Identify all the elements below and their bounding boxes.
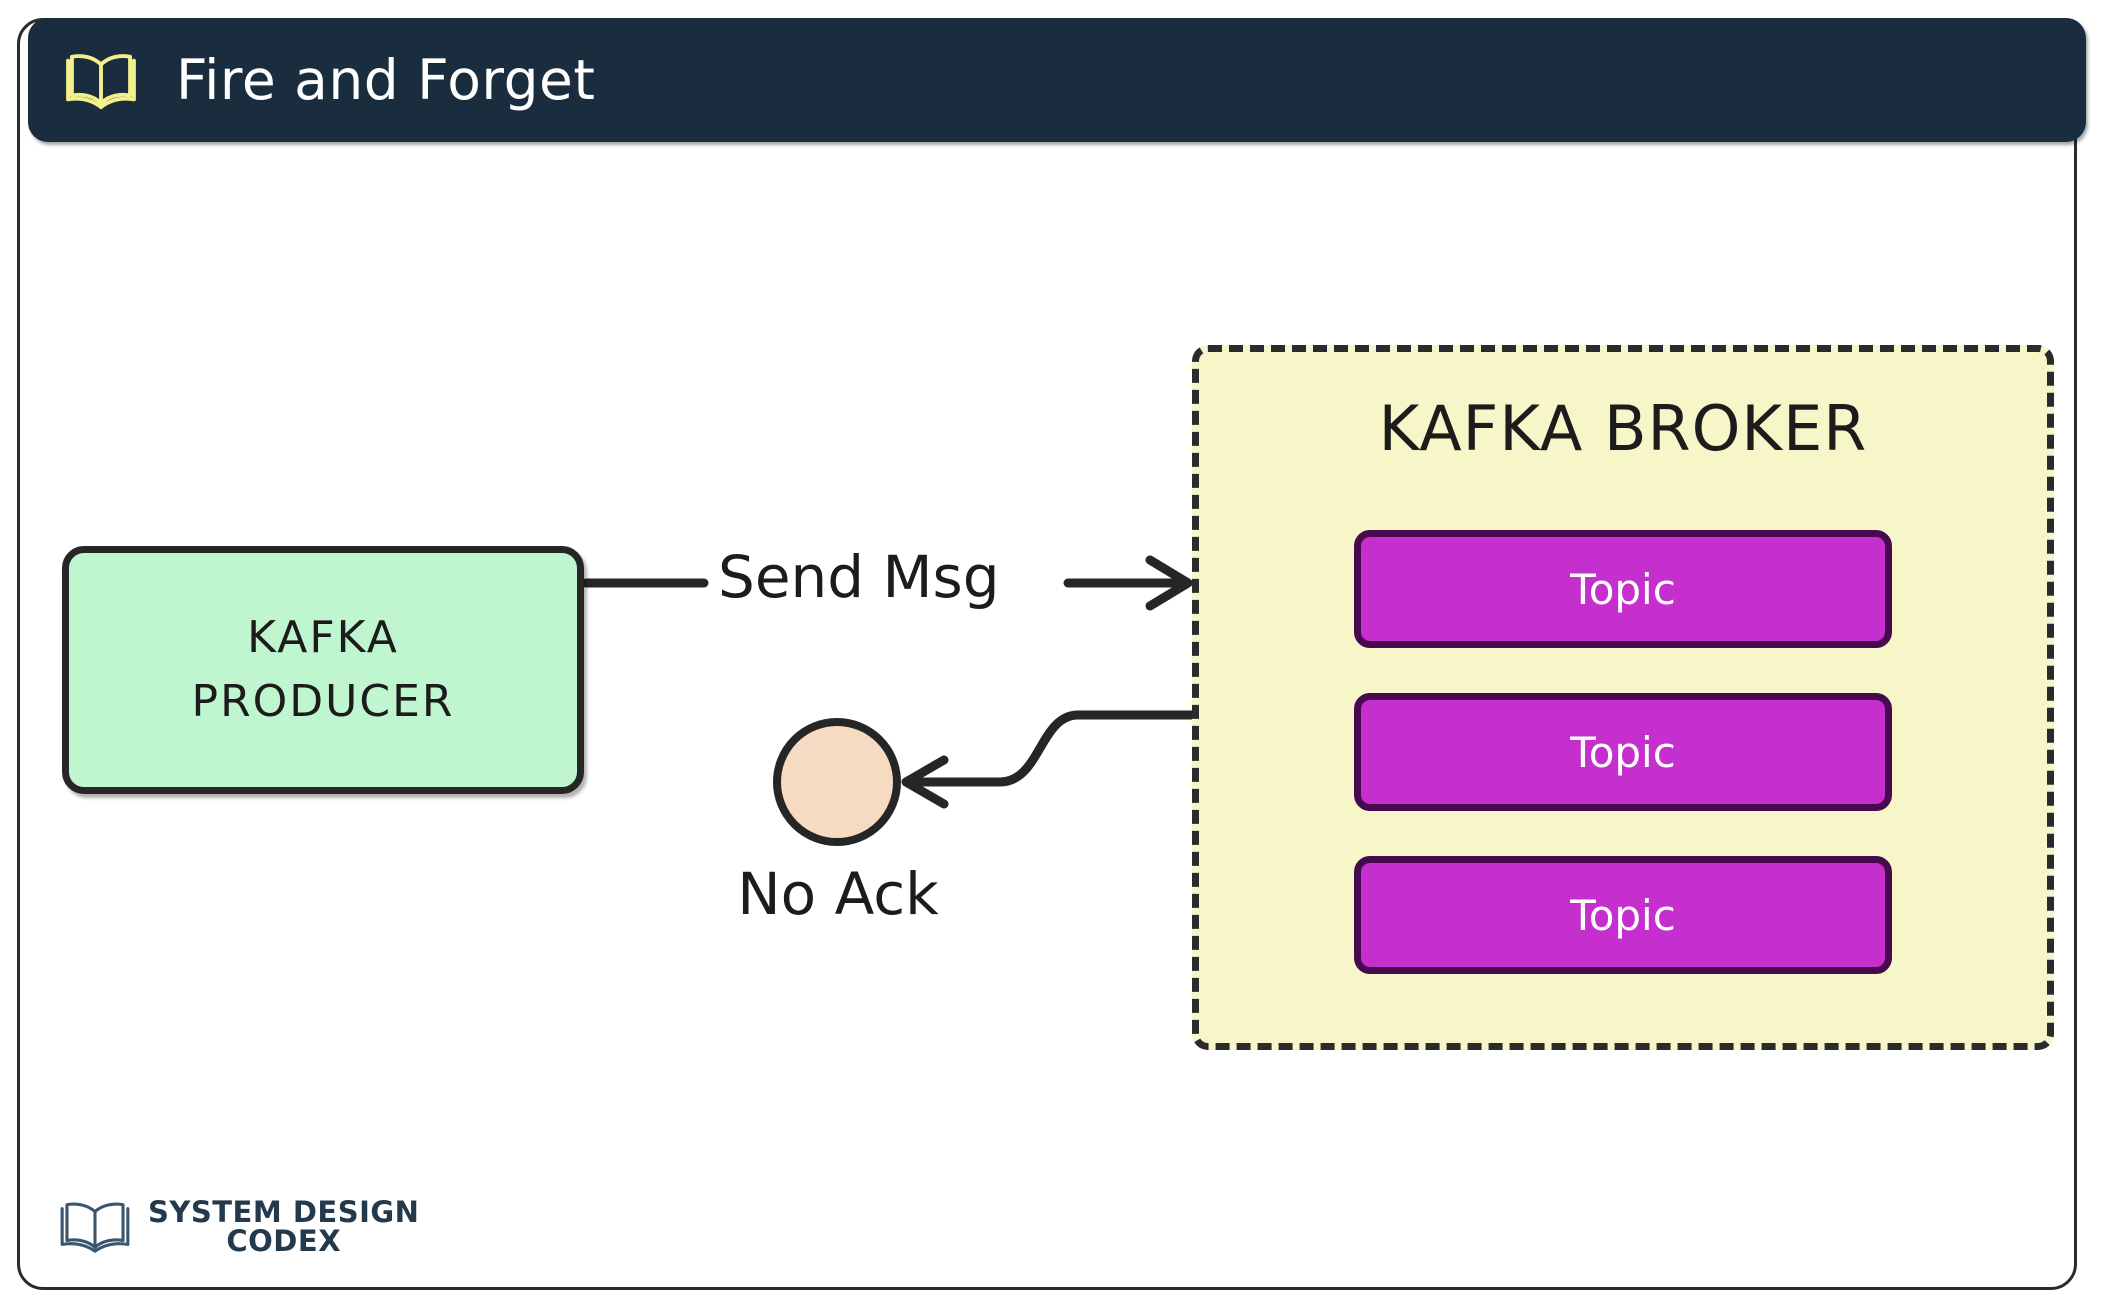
open-book-icon — [56, 1198, 134, 1256]
producer-label-line1: KAFKA — [247, 612, 399, 664]
no-ack-label: No Ack — [737, 860, 939, 928]
send-msg-edge-label: Send Msg — [718, 543, 1000, 611]
open-book-icon — [62, 49, 140, 111]
footer-logo: SYSTEM DESIGN CODEX — [56, 1198, 419, 1256]
page-title: Fire and Forget — [176, 48, 596, 112]
header-bar: Fire and Forget — [28, 18, 2086, 142]
kafka-producer-node: KAFKA PRODUCER — [62, 546, 584, 794]
topic-box: Topic — [1354, 693, 1892, 811]
no-ack-node — [773, 718, 901, 846]
footer-logo-text: SYSTEM DESIGN CODEX — [148, 1198, 419, 1256]
topic-box: Topic — [1354, 856, 1892, 974]
kafka-broker-node: KAFKA BROKER Topic Topic Topic — [1192, 345, 2054, 1050]
footer-logo-line1: SYSTEM DESIGN — [148, 1195, 420, 1229]
topic-box: Topic — [1354, 530, 1892, 648]
topic-list: Topic Topic Topic — [1199, 530, 2047, 974]
footer-logo-line2: CODEX — [226, 1224, 342, 1258]
producer-label-line2: PRODUCER — [191, 676, 455, 727]
broker-title: KAFKA BROKER — [1378, 392, 1868, 465]
